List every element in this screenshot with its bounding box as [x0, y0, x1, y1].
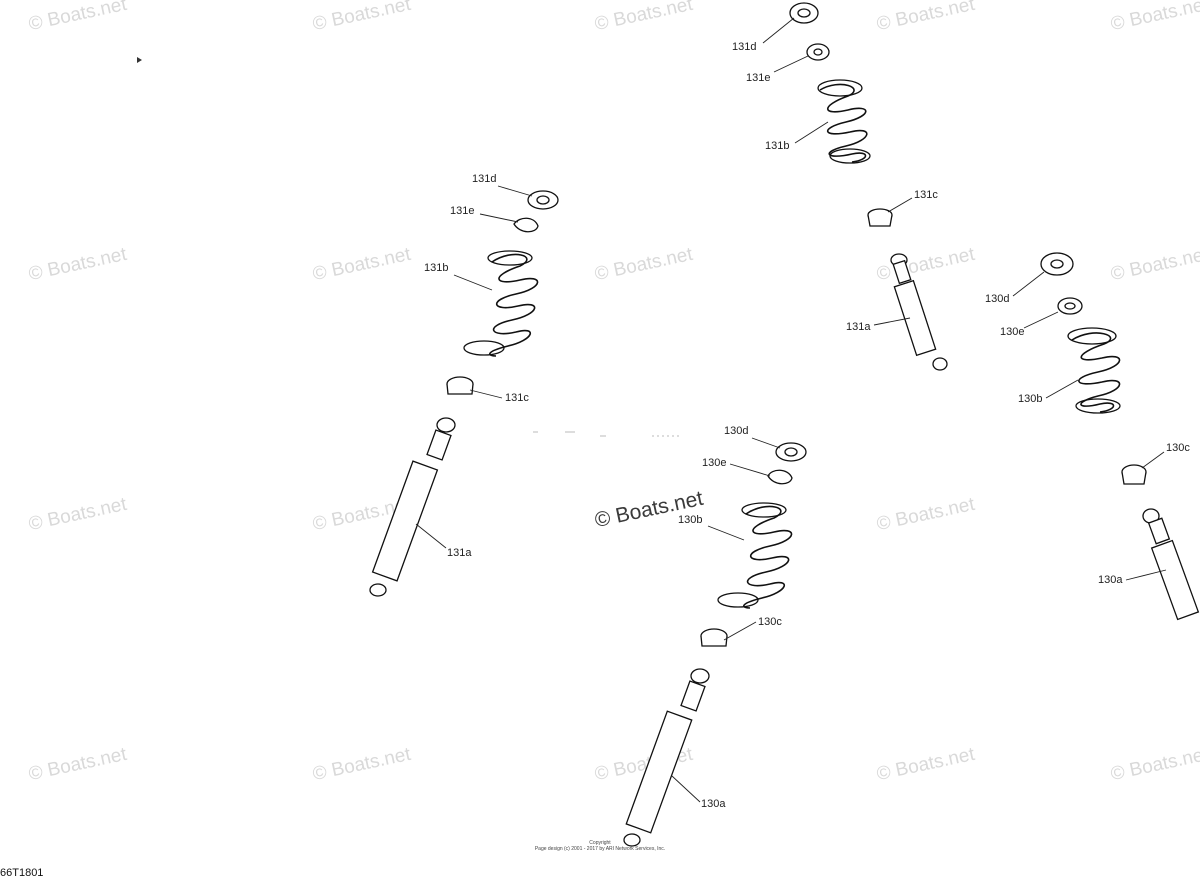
- callout-130a: 130a: [1098, 574, 1123, 586]
- coil-spring-131b-top: [817, 79, 871, 164]
- copyright-line-2: Page design (c) 2001 - 2017 by ARI Netwo…: [534, 846, 666, 852]
- retainer-130e-right: [1057, 297, 1083, 315]
- bumper-cap-131c-right: [867, 208, 893, 227]
- callout-131b: 131b: [424, 262, 449, 274]
- callout-130d: 130d: [985, 293, 1010, 305]
- bumper-cap-131c-left: [446, 376, 474, 395]
- shock-absorber-130a-right: [1142, 508, 1200, 621]
- coil-spring-131b-left: [463, 250, 539, 357]
- retainer-131e-left: [513, 217, 539, 233]
- callout-131c: 131c: [914, 189, 938, 201]
- spring-seat-131d-left: [527, 190, 559, 210]
- callout-130d: 130d: [724, 425, 749, 437]
- callout-130e: 130e: [1000, 326, 1025, 338]
- callout-130e: 130e: [702, 457, 727, 469]
- callout-131b: 131b: [765, 140, 790, 152]
- spring-seat-130d-center: [775, 442, 807, 462]
- callout-131a: 131a: [447, 547, 472, 559]
- coil-spring-130b-center: [717, 502, 793, 609]
- spring-seat-130d-right: [1040, 252, 1074, 276]
- bumper-cap-130c-right: [1121, 464, 1147, 485]
- callout-130b: 130b: [1018, 393, 1043, 405]
- callout-131c: 131c: [505, 392, 529, 404]
- callout-130a: 130a: [701, 798, 726, 810]
- marker-arrow-icon: [137, 57, 142, 63]
- shock-absorber-131a-right: [890, 253, 948, 371]
- callout-130c: 130c: [758, 616, 782, 628]
- retainer-131e-top: [806, 43, 830, 61]
- callout-131d: 131d: [472, 173, 497, 185]
- spring-seat-131d-top: [789, 2, 819, 24]
- copyright-notice: Copyright Page design (c) 2001 - 2017 by…: [500, 840, 700, 852]
- drawing-id: 66T1801: [0, 867, 44, 879]
- callout-130c: 130c: [1166, 442, 1190, 454]
- callout-130b: 130b: [678, 514, 703, 526]
- coil-spring-130b-right: [1067, 327, 1121, 414]
- callout-131e: 131e: [746, 72, 771, 84]
- retainer-130e-center: [767, 469, 793, 485]
- copyright-line-1: Copyright: [589, 840, 611, 846]
- callout-131e: 131e: [450, 205, 475, 217]
- callout-131a: 131a: [846, 321, 871, 333]
- shock-absorber-130a-center: [623, 668, 710, 847]
- shock-absorber-131a-left: [369, 417, 456, 597]
- callout-131d: 131d: [732, 41, 757, 53]
- bumper-cap-130c-center: [700, 628, 728, 647]
